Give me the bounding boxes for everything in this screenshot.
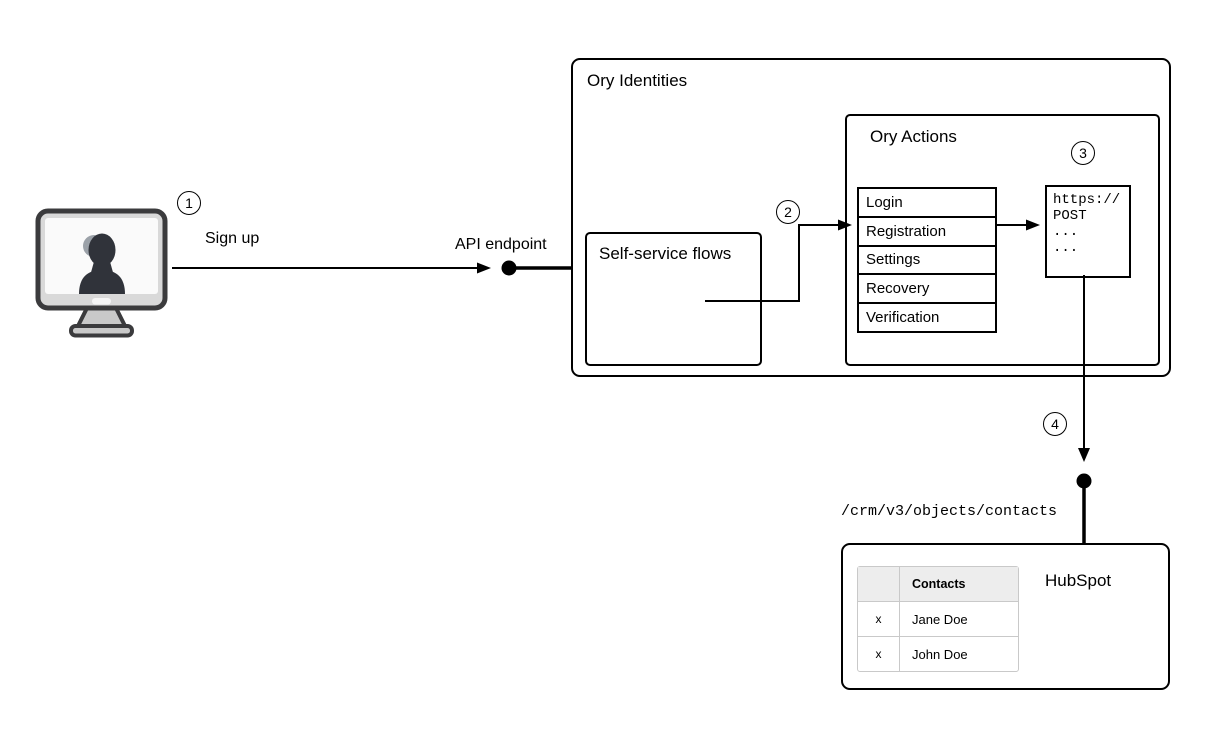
- flow-row-recovery: Recovery: [859, 275, 995, 305]
- self-service-flows-box: Self-service flows: [585, 232, 762, 366]
- step-badge-3: 3: [1071, 141, 1095, 165]
- sign-up-label: Sign up: [205, 230, 260, 247]
- webhook-code-box: https:// POST ... ...: [1045, 185, 1131, 278]
- contact-row-mark: x: [858, 602, 900, 637]
- hubspot-box: HubSpot Contacts x Jane Doe x John Doe: [841, 543, 1170, 690]
- step-number: 1: [185, 195, 193, 211]
- code-line: ...: [1053, 224, 1079, 240]
- contact-row-name: Jane Doe: [900, 602, 1018, 637]
- ory-actions-title: Ory Actions: [870, 127, 957, 146]
- self-service-flows-title: Self-service flows: [599, 244, 732, 263]
- step-badge-1: 1: [177, 191, 201, 215]
- ory-actions-box: Ory Actions Login Registration Settings …: [845, 114, 1160, 366]
- step-number: 4: [1051, 416, 1059, 432]
- contact-row-mark: x: [858, 637, 900, 671]
- step-badge-4: 4: [1043, 412, 1067, 436]
- contact-row-name: John Doe: [912, 646, 968, 662]
- flow-row-registration: Registration: [859, 218, 995, 247]
- contacts-table: Contacts x Jane Doe x John Doe: [857, 566, 1019, 672]
- flow-row-login: Login: [859, 189, 995, 218]
- contacts-header-mark-cell: [858, 567, 900, 602]
- person-shoulders: [79, 270, 125, 294]
- hubspot-endpoint-dot: [1076, 473, 1092, 489]
- flow-row-settings: Settings: [859, 247, 995, 276]
- step-number: 2: [784, 204, 792, 220]
- flow-list: Login Registration Settings Recovery Ver…: [857, 187, 997, 333]
- code-line: ...: [1053, 240, 1079, 256]
- code-line: https://: [1053, 192, 1121, 208]
- ory-identities-box: Ory Identities Self-service flows Ory Ac…: [571, 58, 1171, 377]
- flow-row-verification: Verification: [866, 309, 940, 327]
- api-endpoint-label: API endpoint: [455, 236, 547, 253]
- contacts-header-cell: Contacts: [900, 567, 1018, 602]
- hubspot-title: HubSpot: [1045, 571, 1112, 590]
- ory-identities-title: Ory Identities: [587, 71, 688, 90]
- signup-arrowhead-icon: [477, 262, 491, 274]
- monitor-base: [69, 324, 134, 338]
- step-badge-2: 2: [776, 200, 800, 224]
- hubspot-arrowhead-icon: [1078, 448, 1090, 462]
- step-number: 3: [1079, 145, 1087, 161]
- crm-path-label: /crm/v3/objects/contacts: [841, 503, 1058, 520]
- code-line: POST: [1053, 208, 1087, 224]
- user-computer-icon: [35, 208, 168, 338]
- api-endpoint-dot: [501, 260, 517, 276]
- monitor-button: [92, 298, 111, 305]
